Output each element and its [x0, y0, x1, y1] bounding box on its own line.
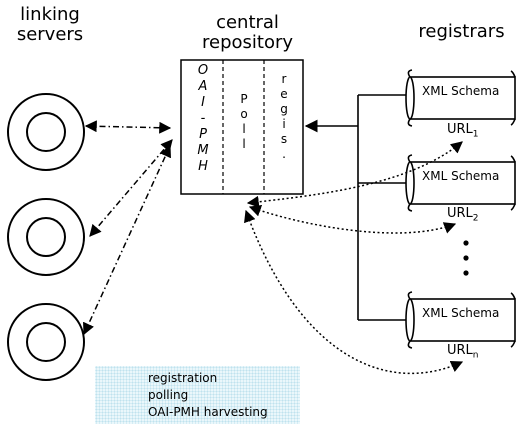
- linking-server-1: [7, 93, 85, 171]
- legend-registration-label: registration: [148, 371, 218, 385]
- regis-char: r: [281, 72, 287, 86]
- oai-char: A: [198, 79, 208, 94]
- oai-char: H: [198, 159, 208, 174]
- oai-char: -: [200, 111, 206, 126]
- poll-arrow-n: [244, 209, 464, 375]
- harvest-arrow-1: [84, 120, 172, 134]
- ellipsis-dots: [463, 240, 469, 276]
- header-central-repository: central repository: [185, 13, 310, 53]
- linking-server-3: [7, 303, 85, 381]
- linking-server-2: [7, 198, 85, 276]
- header-central-repository-line1: central: [216, 12, 279, 33]
- poll-arrow-2: [248, 205, 457, 234]
- registrar-doc-2: [405, 154, 516, 212]
- legend-harvesting-label: OAI-PMH harvesting: [148, 405, 268, 419]
- regis-char: i: [282, 117, 286, 131]
- header-registrars-text: registrars: [418, 21, 505, 42]
- header-central-repository-line2: repository: [201, 32, 294, 53]
- registrar-doc-3: [405, 291, 516, 349]
- legend-polling-label: polling: [148, 388, 189, 402]
- header-linking-servers-line1: linking: [20, 4, 80, 25]
- registrar-2-url-label: URL2: [447, 207, 479, 226]
- poll-arrow-1: [246, 141, 463, 208]
- harvesting-arrows: [83, 120, 173, 336]
- registrar-1-url-label: URL1: [447, 123, 479, 142]
- registrar-3-schema-label: XML Schema: [422, 306, 500, 320]
- regis-char: .: [282, 147, 286, 161]
- header-registrars: registrars: [405, 22, 518, 42]
- legend-polling-swatch: [95, 387, 140, 403]
- repo-col-oai-pmh: O A I - P M H: [186, 63, 220, 175]
- regis-char: g: [280, 102, 288, 116]
- poll-char: o: [240, 107, 248, 121]
- registrar-doc-1: [405, 69, 516, 127]
- registrar-1-schema-label: XML Schema: [422, 84, 500, 98]
- registrar-2-url-sub: 2: [472, 213, 479, 224]
- legend-harvesting-swatch: [95, 404, 140, 420]
- polling-arrows: [244, 141, 464, 375]
- poll-char: P: [240, 92, 248, 106]
- harvest-arrow-2: [89, 139, 173, 237]
- repo-col-regis: r e g i s .: [267, 72, 301, 162]
- legend: registration polling OAI-PMH harvesting: [95, 366, 300, 424]
- regis-char: e: [280, 87, 288, 101]
- registrar-3-url-label: URLn: [447, 344, 479, 363]
- header-linking-servers-line2: servers: [16, 24, 84, 45]
- harvest-arrow-3: [83, 144, 171, 336]
- legend-row-polling: polling: [95, 387, 188, 403]
- registrar-3-url-text: URL: [447, 343, 473, 358]
- repo-col-poll: P o l l: [226, 92, 262, 152]
- legend-registration-swatch: [95, 370, 140, 386]
- oai-char: O: [197, 63, 209, 78]
- poll-char: l: [242, 122, 246, 136]
- legend-row-harvesting: OAI-PMH harvesting: [95, 404, 268, 420]
- legend-row-registration: registration: [95, 370, 217, 386]
- registrar-1-url-sub: 1: [472, 129, 479, 140]
- registrar-2-url-text: URL: [447, 206, 473, 221]
- oai-char: I: [201, 95, 205, 110]
- registrar-1-url-text: URL: [447, 122, 473, 137]
- oai-char: P: [199, 127, 207, 142]
- oai-char: M: [197, 143, 209, 158]
- regis-char: s: [280, 132, 288, 146]
- poll-char: l: [242, 137, 246, 151]
- registrar-2-schema-label: XML Schema: [422, 169, 500, 183]
- registration-lines: [304, 94, 406, 321]
- registrar-3-url-sub: n: [472, 350, 479, 361]
- header-linking-servers: linking servers: [0, 5, 100, 45]
